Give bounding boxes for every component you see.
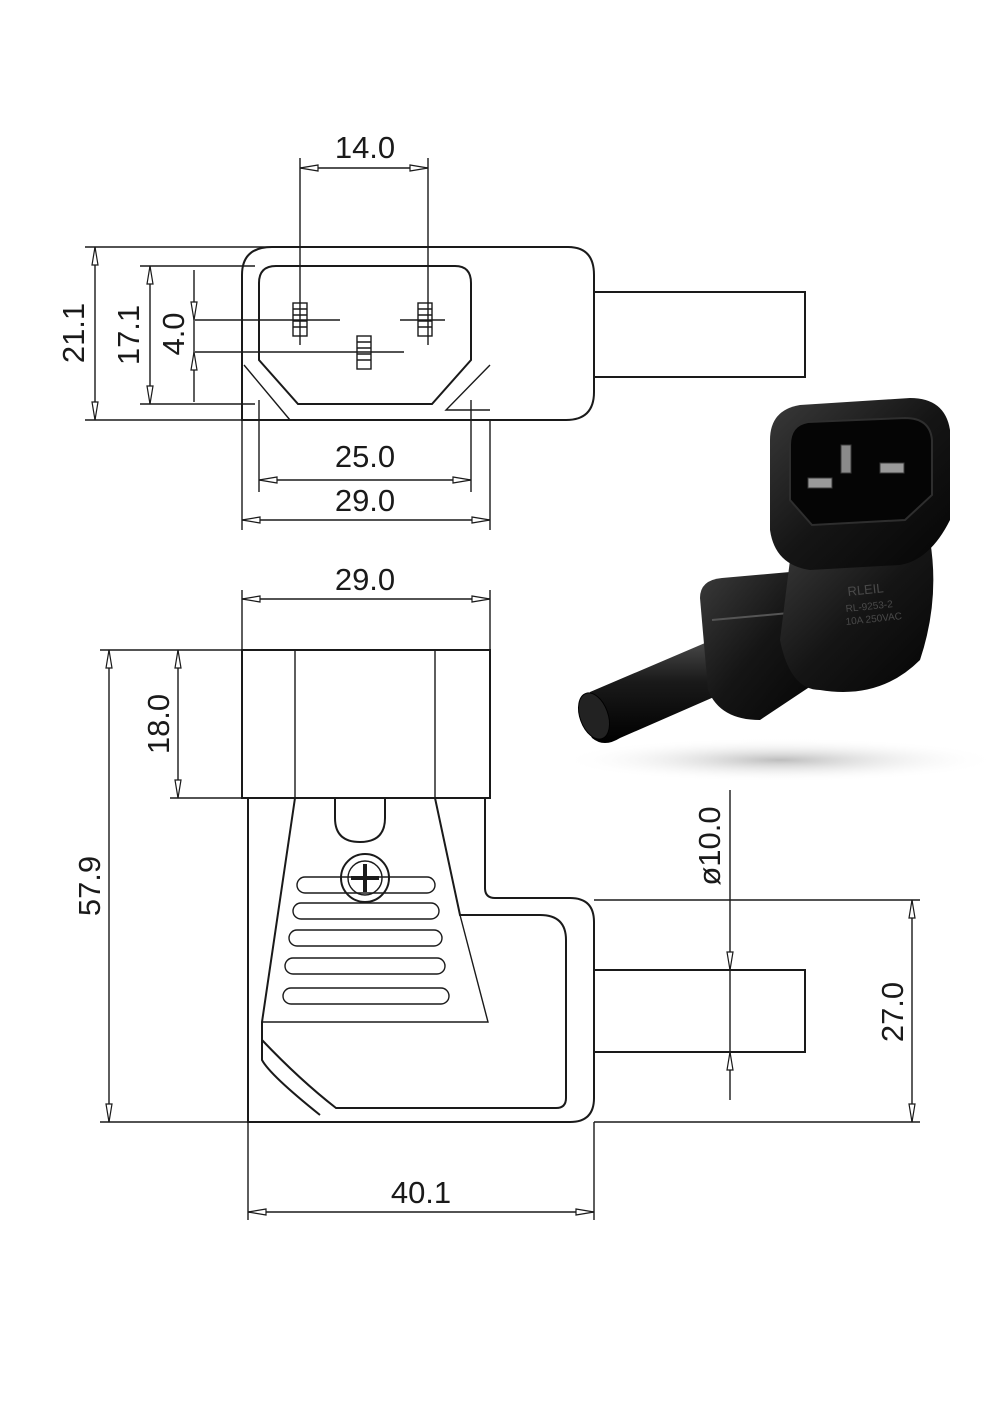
side-view-head (241, 649, 491, 799)
photo-pin-earth (840, 444, 852, 474)
dim-inner-height: 17.1 (111, 305, 146, 365)
side-view-cable (594, 969, 806, 1053)
dim-overall-height: 21.1 (56, 303, 91, 363)
dim-inner-width: 25.0 (335, 439, 395, 474)
dim-cable-diameter: ø10.0 (692, 806, 727, 885)
side-view-body (247, 798, 595, 1123)
top-view-cable (594, 291, 806, 378)
photo-pin-live (807, 477, 833, 489)
photo-body (780, 540, 934, 692)
photo-pin-neutral (879, 462, 905, 474)
dim-side-width: 29.0 (335, 562, 395, 597)
photo-cable (584, 640, 730, 743)
top-view-socket (258, 265, 472, 405)
screw-icon (340, 853, 390, 903)
dim-pin-spacing: 14.0 (335, 130, 395, 165)
dim-outer-width: 29.0 (335, 483, 395, 518)
dim-cable-height: 27.0 (875, 982, 910, 1042)
dim-head-height: 18.0 (141, 694, 176, 754)
dim-total-height: 57.9 (72, 856, 107, 916)
photo-label-model: RL-9253-2 (845, 599, 894, 615)
side-view-notch (334, 798, 386, 844)
photo-label-brand: RLEIL (847, 580, 885, 599)
dim-pin-offset: 4.0 (156, 312, 191, 355)
product-photo: RLEIL RL-9253-2 10A 250VAC (560, 398, 1000, 782)
side-view: 29.0 18.0 57.9 ø10.0 27.0 40.1 (72, 562, 920, 1220)
top-view-outline (241, 246, 595, 421)
dim-total-width: 40.1 (391, 1175, 451, 1210)
side-view-grip-panel (261, 797, 567, 1116)
top-view: 14.0 21.1 17.1 4.0 25.0 29.0 (56, 130, 806, 530)
